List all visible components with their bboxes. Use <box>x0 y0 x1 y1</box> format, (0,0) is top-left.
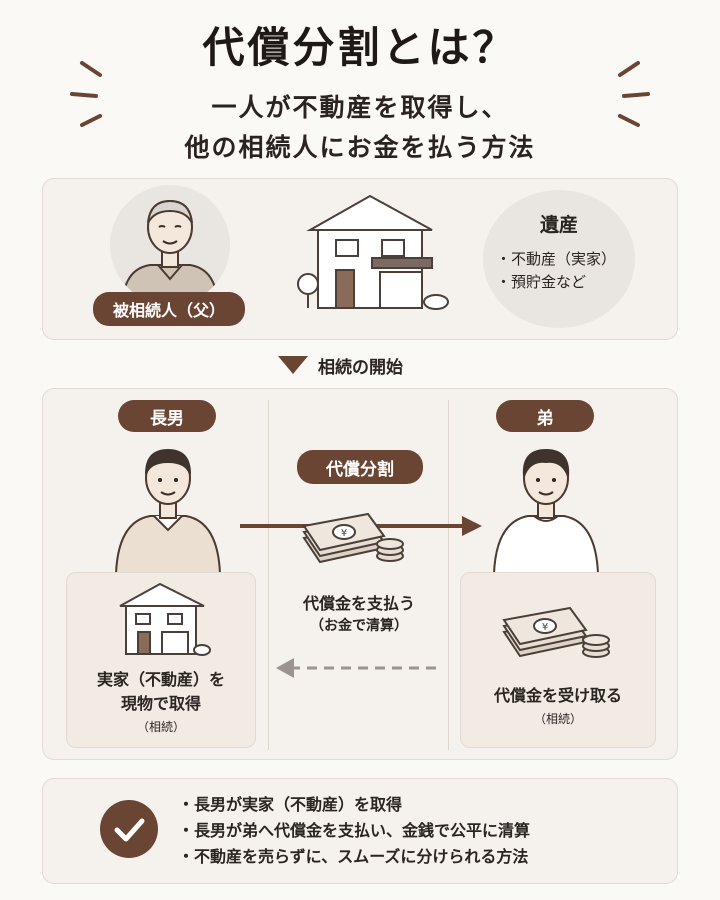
subtitle-line-1: 一人が不動産を取得し、 <box>211 93 509 122</box>
svg-text:¥: ¥ <box>542 622 548 633</box>
summary-item: ・長男が実家（不動産）を取得 <box>178 795 403 814</box>
divider-left <box>268 400 269 750</box>
deceased-label: 被相続人（父） <box>93 292 245 326</box>
eldest-son-card-line-1: 実家（不動産）を <box>96 670 225 689</box>
younger-brother-icon <box>492 448 600 574</box>
subtitle-line-2: 他の相続人にお金を払う方法 <box>184 133 536 162</box>
emphasis-lines <box>70 61 650 127</box>
asset-item: ・預貯金など <box>496 273 587 291</box>
summary-item: ・不動産を売らずに、スムーズに分けられる方法 <box>178 847 529 866</box>
house-icon <box>297 194 449 310</box>
eldest-son-label: 長男 <box>118 400 216 432</box>
return-arrowhead <box>276 658 294 678</box>
younger-brother-label: 弟 <box>496 400 594 432</box>
summary-item: ・長男が弟へ代償金を支払い、金銭で公平に清算 <box>178 821 531 840</box>
assets-bubble <box>483 190 635 328</box>
younger-brother-card-note: （相続） <box>533 712 582 726</box>
assets-title: 遺産 <box>539 214 578 236</box>
compensation-division-label: 代償分割 <box>297 450 423 484</box>
page-title: 代償分割とは？ <box>202 23 518 72</box>
younger-brother-card <box>460 572 656 748</box>
divider-right <box>448 400 449 750</box>
cash-settlement-text: （お金で清算） <box>310 618 408 634</box>
inheritance-start-label: 相続の開始 <box>318 358 403 378</box>
asset-item: ・不動産（実家） <box>496 250 617 268</box>
pay-compensation-text: 代償金を支払う <box>302 594 415 613</box>
check-badge <box>100 800 158 858</box>
receive-compensation-text: 代償金を受け取る <box>493 686 622 705</box>
money-icon: ¥ <box>302 512 404 564</box>
money-received-icon: ¥ <box>502 606 610 658</box>
eldest-son-card-note: （相続） <box>136 720 185 734</box>
eldest-son-card-line-2: 現物で取得 <box>120 694 201 713</box>
payment-arrowhead <box>462 516 482 536</box>
elderly-man-icon <box>120 199 220 305</box>
father-avatar <box>110 185 230 305</box>
down-arrow-icon <box>278 356 308 374</box>
check-icon <box>114 818 145 842</box>
house-small-icon <box>119 582 211 656</box>
svg-text:¥: ¥ <box>341 528 347 539</box>
eldest-son-icon <box>114 448 222 574</box>
